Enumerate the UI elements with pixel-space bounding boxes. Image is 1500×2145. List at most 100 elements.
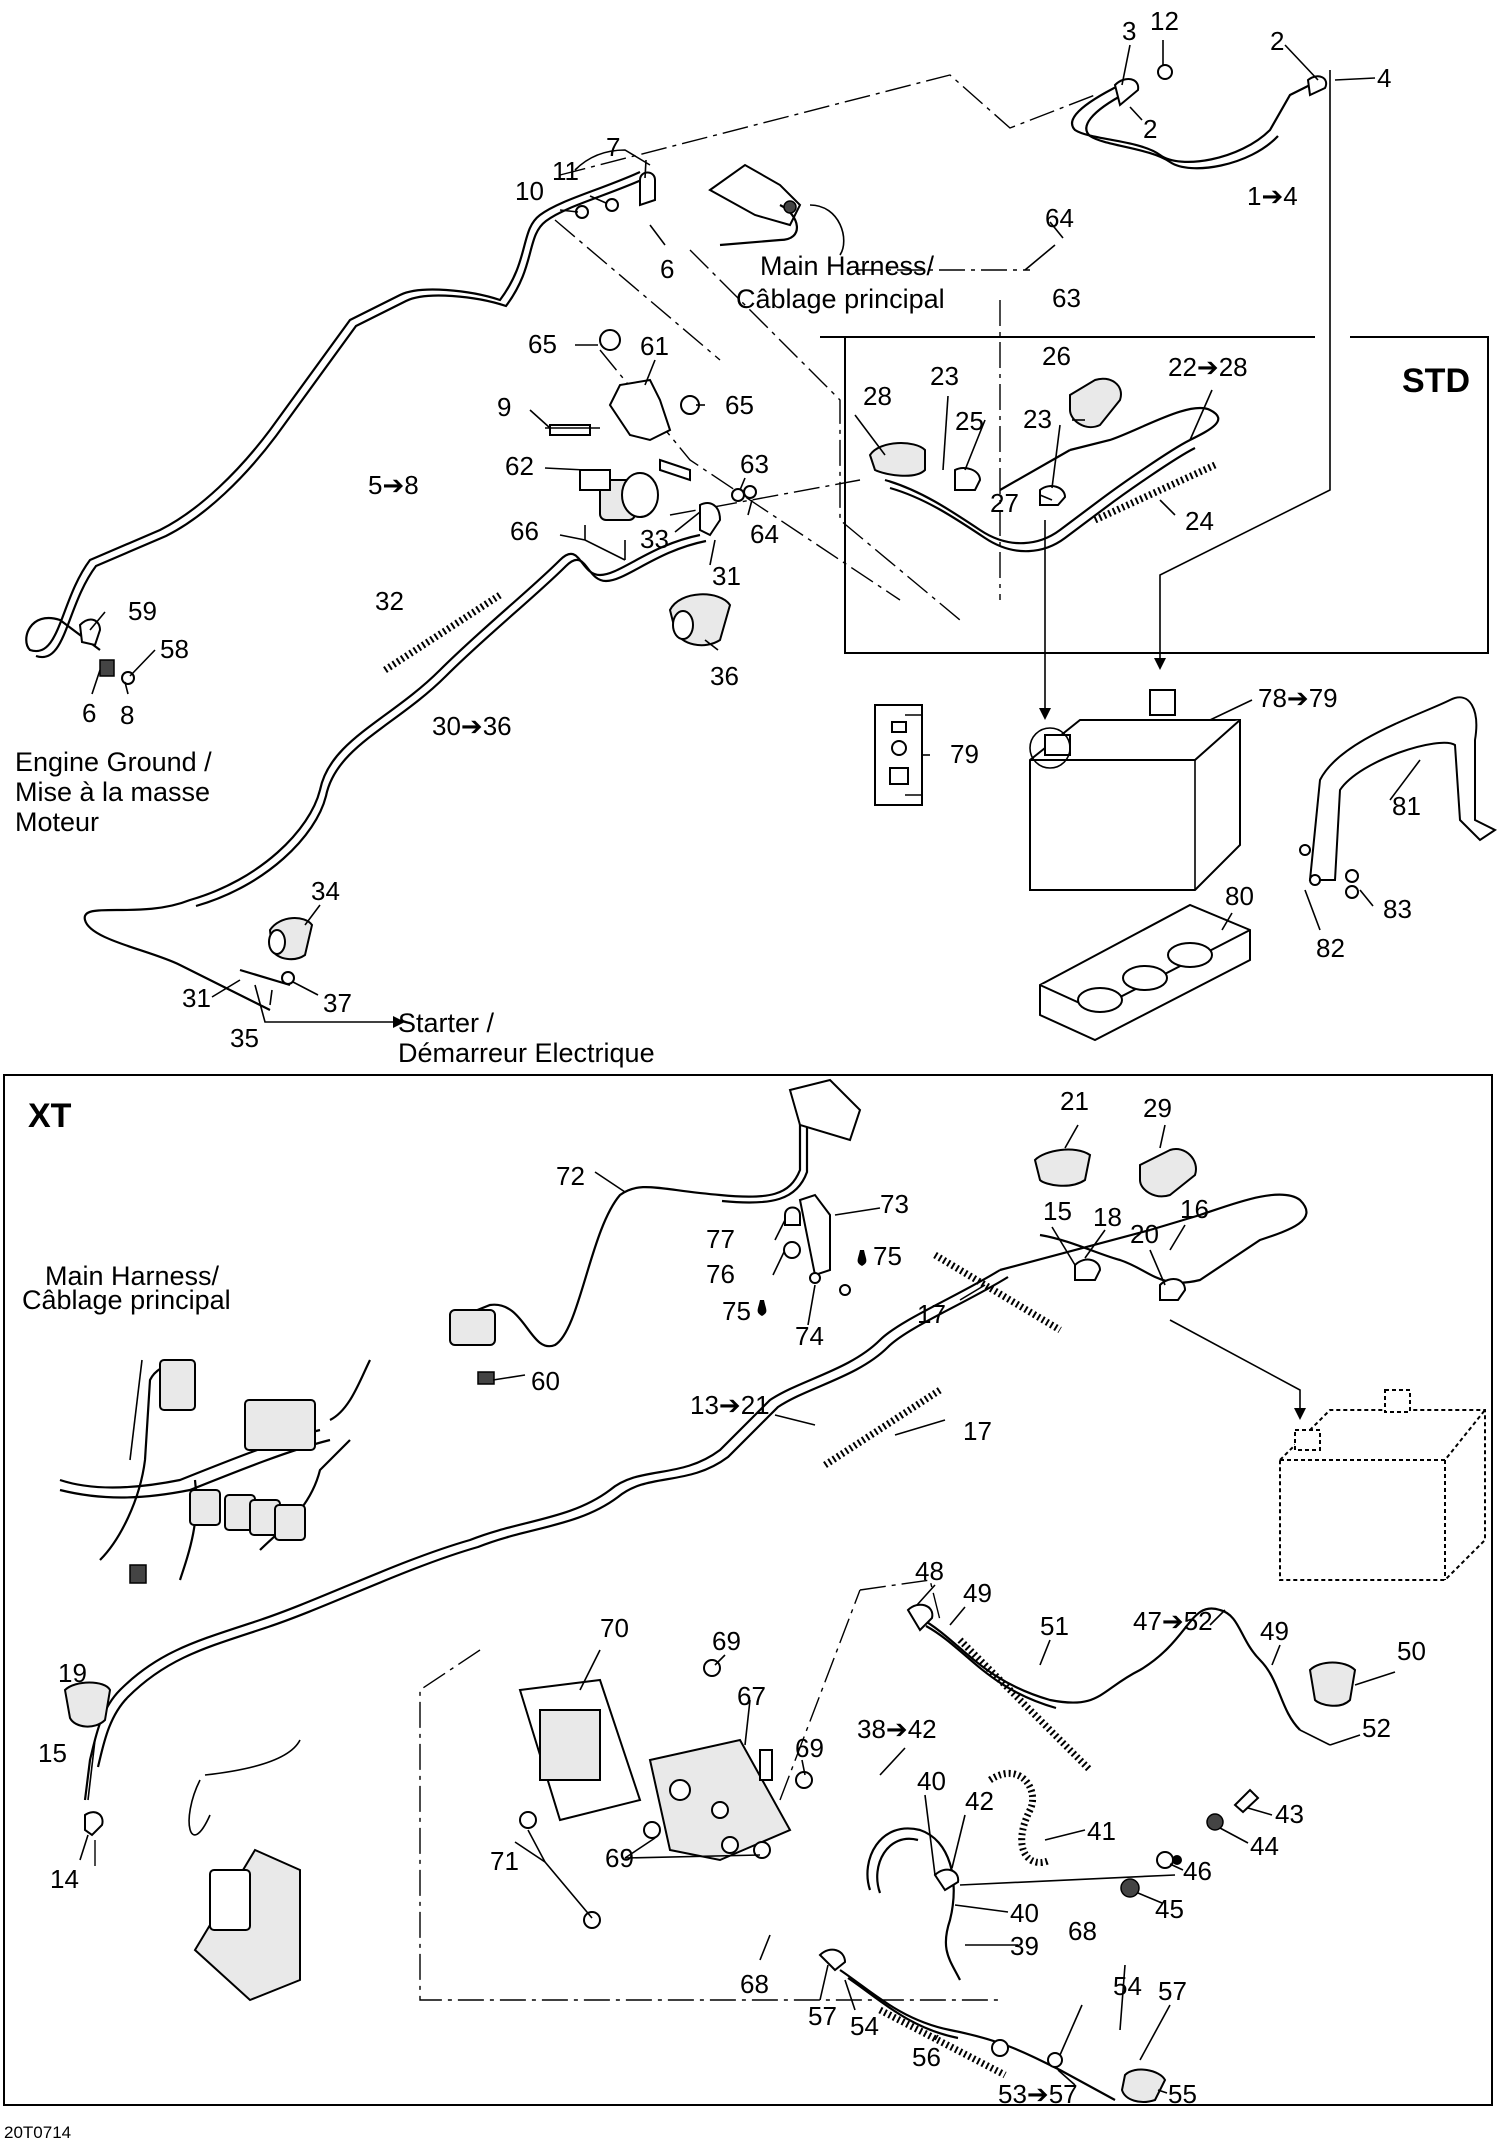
xt-cable-13-21 bbox=[83, 1193, 1308, 1801]
callout-44: 44 bbox=[1250, 1831, 1279, 1861]
std-terminal-25 bbox=[954, 467, 982, 491]
callout-10: 10 bbox=[515, 176, 544, 206]
callout-63-top: 63 bbox=[1052, 283, 1081, 313]
callout-82: 82 bbox=[1316, 933, 1345, 963]
engine-ground-terminal bbox=[78, 618, 135, 685]
callout-1-4: 1➔4 bbox=[1247, 181, 1298, 211]
callout-26: 26 bbox=[1042, 341, 1071, 371]
callout-19: 19 bbox=[58, 1658, 87, 1688]
callout-16: 16 bbox=[1180, 1194, 1209, 1224]
std-cable-22-28 bbox=[884, 407, 1220, 553]
callout-53-57: 53➔57 bbox=[998, 2079, 1078, 2109]
callout-68-b: 68 bbox=[740, 1969, 769, 1999]
callout-21: 21 bbox=[1060, 1086, 1089, 1116]
callout-42: 42 bbox=[965, 1786, 994, 1816]
callout-62: 62 bbox=[505, 451, 534, 481]
callout-17-b: 17 bbox=[963, 1416, 992, 1446]
callout-43: 43 bbox=[1275, 1799, 1304, 1829]
callout-2-b: 2 bbox=[1143, 114, 1157, 144]
caption-main-harness-xt-2: Câblage principal bbox=[22, 1285, 231, 1315]
callout-63-mid: 63 bbox=[740, 449, 769, 479]
battery-arrows bbox=[1039, 70, 1331, 720]
callout-70: 70 bbox=[600, 1613, 629, 1643]
std-boot-26 bbox=[1069, 377, 1122, 429]
solenoid-assembly bbox=[545, 329, 700, 560]
xt-cable-47-52 bbox=[906, 1603, 1357, 1746]
callout-67: 67 bbox=[737, 1681, 766, 1711]
callout-leaders bbox=[79, 40, 1421, 2094]
callout-64-top: 64 bbox=[1045, 203, 1074, 233]
callout-14: 14 bbox=[50, 1864, 79, 1894]
callout-50: 50 bbox=[1397, 1636, 1426, 1666]
caption-engine-ground-1: Engine Ground / bbox=[15, 747, 212, 777]
callout-31-bottom: 31 bbox=[182, 983, 211, 1013]
callout-45: 45 bbox=[1155, 1894, 1184, 1924]
xt-dash-lines bbox=[94, 1579, 1000, 2001]
caption-main-harness-top-1: Main Harness/ bbox=[760, 251, 935, 281]
callout-12: 12 bbox=[1150, 6, 1179, 36]
xt-hardware-43-46 bbox=[1120, 1788, 1260, 1898]
caption-main-harness-top-2: Câblage principal bbox=[736, 284, 945, 314]
callout-73: 73 bbox=[880, 1189, 909, 1219]
callout-38-42: 38➔42 bbox=[857, 1714, 937, 1744]
callout-36: 36 bbox=[710, 661, 739, 691]
callout-47-52: 47➔52 bbox=[1133, 1606, 1213, 1636]
xt-main-harness-cluster bbox=[59, 1359, 371, 1584]
battery-tray bbox=[1039, 903, 1251, 1042]
battery bbox=[1029, 689, 1241, 891]
callout-40-b: 40 bbox=[1010, 1898, 1039, 1928]
callout-56: 56 bbox=[912, 2042, 941, 2072]
callout-57-b: 57 bbox=[1158, 1976, 1187, 2006]
main-harness-connector-top bbox=[708, 163, 845, 256]
xt-boot-19 bbox=[63, 1681, 112, 1728]
callout-81: 81 bbox=[1392, 791, 1421, 821]
callout-30-36: 30➔36 bbox=[432, 711, 512, 741]
callout-75-a: 75 bbox=[873, 1241, 902, 1271]
callout-58: 58 bbox=[160, 634, 189, 664]
callout-49-a: 49 bbox=[963, 1578, 992, 1608]
callout-75-b: 75 bbox=[722, 1296, 751, 1326]
callout-51: 51 bbox=[1040, 1611, 1069, 1641]
callout-13-21: 13➔21 bbox=[690, 1390, 770, 1420]
cable-30-36 bbox=[83, 533, 707, 1011]
callout-69-a: 69 bbox=[712, 1626, 741, 1656]
callout-2-a: 2 bbox=[1270, 26, 1284, 56]
terminal-3 bbox=[1113, 64, 1328, 107]
callout-18: 18 bbox=[1093, 1202, 1122, 1232]
callout-37: 37 bbox=[323, 988, 352, 1018]
callout-32: 32 bbox=[375, 586, 404, 616]
callout-52: 52 bbox=[1362, 1713, 1391, 1743]
xt-connector-72 bbox=[449, 1309, 496, 1385]
callout-7: 7 bbox=[606, 132, 620, 162]
callout-54-b: 54 bbox=[1113, 1971, 1142, 2001]
callout-4: 4 bbox=[1377, 63, 1391, 93]
xt-harness-72 bbox=[464, 1110, 809, 1348]
callout-9: 9 bbox=[497, 392, 511, 422]
xt-sleeve-17a bbox=[933, 1251, 1062, 1334]
xt-boot-29 bbox=[1139, 1148, 1197, 1198]
std-sleeve-24 bbox=[1093, 461, 1217, 524]
boot-36 bbox=[668, 593, 732, 647]
caption-starter-1: Starter / bbox=[398, 1008, 495, 1038]
xt-terminal-20 bbox=[1159, 1278, 1187, 1301]
xt-cable-38-42 bbox=[866, 1770, 1182, 1981]
callout-68-a: 68 bbox=[1068, 1916, 1097, 1946]
callout-65-a: 65 bbox=[528, 329, 557, 359]
callout-72: 72 bbox=[556, 1161, 585, 1191]
xt-sensor-72 bbox=[788, 1078, 862, 1142]
callout-60: 60 bbox=[531, 1366, 560, 1396]
caption-main-harness-xt-1: Main Harness/ bbox=[45, 1261, 220, 1291]
std-frame bbox=[820, 336, 1489, 654]
xt-bracket-73 bbox=[757, 1193, 867, 1316]
callout-71: 71 bbox=[490, 1846, 519, 1876]
xt-terminal-14 bbox=[84, 1811, 104, 1837]
callout-20: 20 bbox=[1130, 1219, 1159, 1249]
callout-69-c: 69 bbox=[605, 1843, 634, 1873]
cable-1-4 bbox=[1070, 79, 1321, 170]
terminal-7 bbox=[575, 171, 656, 219]
callout-31-mid: 31 bbox=[712, 561, 741, 591]
cable-5-8 bbox=[25, 149, 651, 659]
callout-23-b: 23 bbox=[1023, 404, 1052, 434]
xt-battery bbox=[1279, 1389, 1486, 1581]
